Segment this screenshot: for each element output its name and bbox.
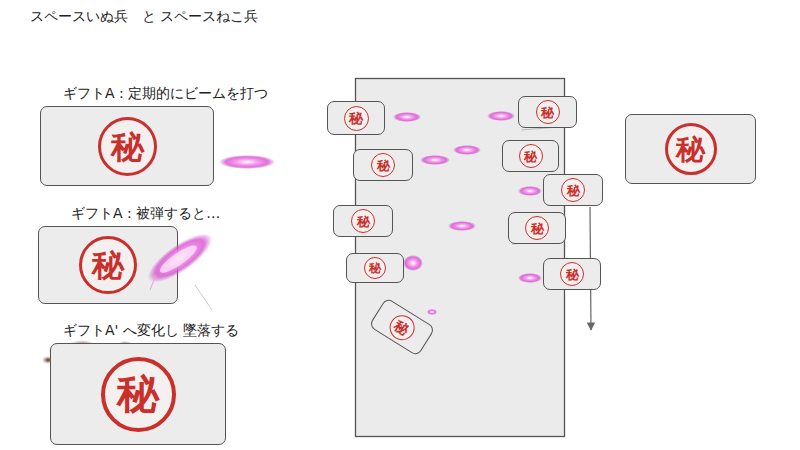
gift-box: 秘 [346, 253, 404, 283]
page-title: スペースいぬ兵 と スペースねこ兵 [30, 8, 258, 24]
gift-box: 秘 [327, 101, 385, 135]
secret-stamp: 秘 [525, 216, 549, 240]
secret-stamp: 秘 [98, 117, 157, 176]
secret-stamp: 秘 [344, 106, 369, 131]
gift-box: ギフトA : 定期的にビームを打つ秘 [40, 106, 214, 186]
gift-box: ギフトA' へ変化し 墜落する秘 [50, 343, 226, 445]
title-holder: スペースいぬ兵 と スペースねこ兵 [30, 8, 258, 26]
secret-stamp: 秘 [561, 178, 585, 202]
gift-box: 秘 [502, 140, 559, 172]
gift-box: 秘 [543, 174, 603, 206]
secret-stamp: 秘 [371, 153, 395, 177]
secret-stamp: 秘 [665, 123, 717, 175]
box-heading: ギフトA' へ変化し 墜落する [63, 322, 239, 340]
secret-stamp: 秘 [351, 209, 375, 233]
secret-stamp: 秘 [364, 257, 386, 279]
box-heading: ギフトA : 被弾すると… [71, 205, 220, 223]
box-heading: ギフトA : 定期的にビームを打つ [63, 85, 268, 103]
gift-box: 秘 [518, 96, 577, 128]
beams [219, 111, 542, 283]
gift-box: 秘 [508, 212, 566, 244]
secret-stamp: 秘 [536, 100, 560, 124]
gift-box: 秘 [333, 205, 393, 237]
secret-stamp: 秘 [101, 357, 176, 432]
secret-stamp: 秘 [79, 236, 137, 294]
gift-box: 秘 [353, 149, 413, 181]
gift-box: 秘 [543, 258, 601, 290]
secret-stamp: 秘 [560, 262, 584, 286]
gift-box: 秘 [625, 114, 756, 184]
secret-stamp: 秘 [385, 310, 419, 344]
gift-box: ギフトA : 被弾すると…秘 [38, 226, 178, 304]
secret-stamp: 秘 [519, 144, 543, 168]
